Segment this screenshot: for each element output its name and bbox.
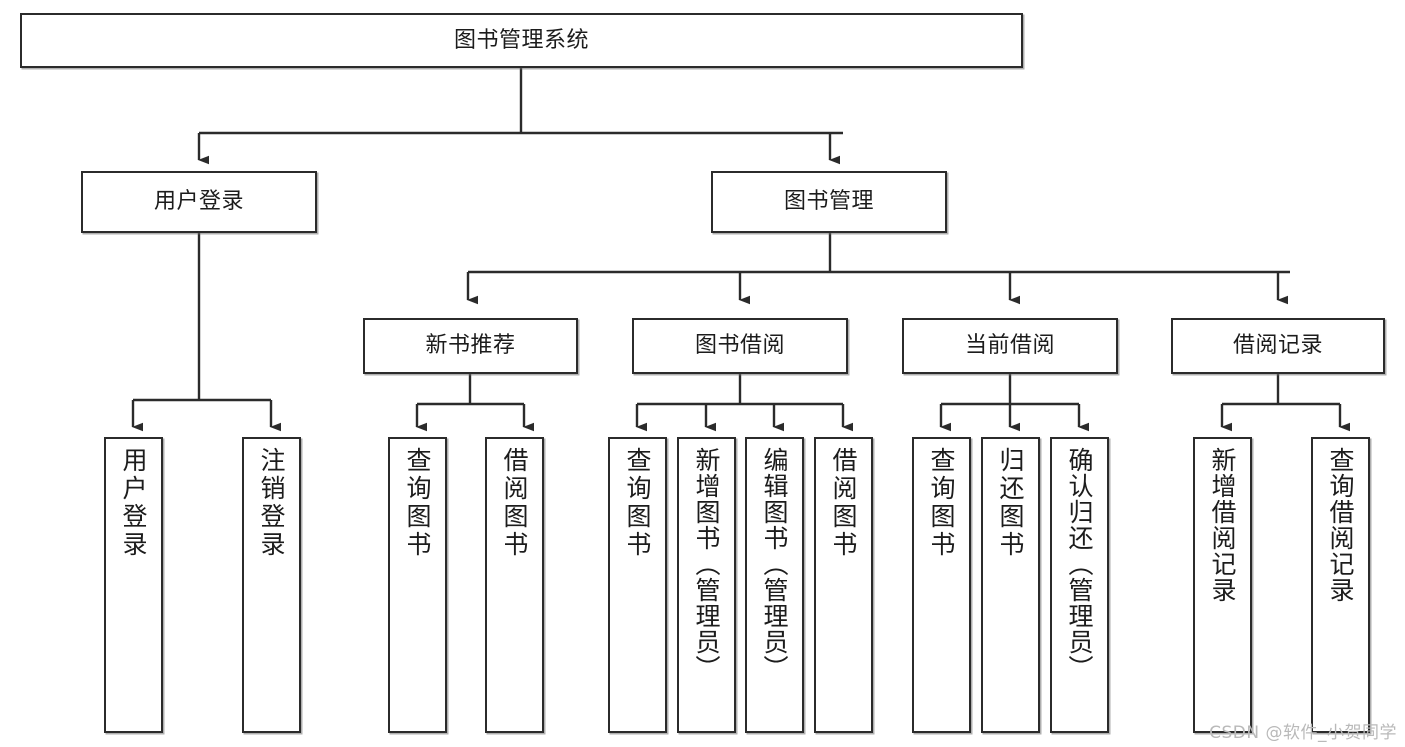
leaf-node-add-borrow-record[interactable]: 新增借阅记录 [1193,437,1252,733]
watermark-text: CSDN @软件_小贺同学 [1209,723,1397,743]
node-root-book-management-system[interactable]: 图书管理系统 [20,13,1023,68]
leaf-node-query-books-borrowing[interactable]: 查询图书 [608,437,667,733]
node-label: 新增借阅记录 [1208,447,1237,603]
node-user-login[interactable]: 用户登录 [81,171,317,233]
node-label: 新书推荐 [425,333,516,359]
node-label: 确认归还（管理员） [1065,447,1094,681]
leaf-node-logout[interactable]: 注销登录 [242,437,301,733]
node-label: 图书借阅 [694,333,785,359]
leaf-node-edit-book-admin[interactable]: 编辑图书（管理员） [745,437,804,733]
leaf-node-query-books-current[interactable]: 查询图书 [912,437,971,733]
node-label: 新增图书（管理员） [692,447,721,681]
node-borrowing-record[interactable]: 借阅记录 [1171,318,1385,374]
leaf-node-add-book-admin[interactable]: 新增图书（管理员） [677,437,736,733]
node-label: 图书管理系统 [453,27,589,53]
node-new-book-recommendation[interactable]: 新书推荐 [363,318,578,374]
leaf-node-query-borrow-record[interactable]: 查询借阅记录 [1311,437,1370,733]
node-label: 查询图书 [927,447,956,559]
node-label: 借阅图书 [829,447,858,559]
leaf-node-query-books-new-recommend[interactable]: 查询图书 [388,437,447,733]
node-label: 用户登录 [153,189,244,215]
leaf-node-return-books[interactable]: 归还图书 [981,437,1040,733]
node-label: 借阅图书 [500,447,529,559]
node-label: 编辑图书（管理员） [760,447,789,681]
node-label: 归还图书 [996,447,1025,559]
node-label: 图书管理 [783,189,874,215]
node-label: 查询借阅记录 [1326,447,1355,603]
leaf-node-user-login[interactable]: 用户登录 [104,437,163,733]
node-label: 查询图书 [403,447,432,559]
node-label: 用户登录 [119,447,148,559]
leaf-node-borrow-books-new-recommend[interactable]: 借阅图书 [485,437,544,733]
node-current-borrowing[interactable]: 当前借阅 [902,318,1118,374]
node-book-borrowing[interactable]: 图书借阅 [632,318,848,374]
node-book-management[interactable]: 图书管理 [711,171,947,233]
node-label: 借阅记录 [1232,333,1323,359]
node-label: 注销登录 [257,447,286,559]
node-label: 查询图书 [623,447,652,559]
leaf-node-borrow-books[interactable]: 借阅图书 [814,437,873,733]
leaf-node-confirm-return-admin[interactable]: 确认归还（管理员） [1050,437,1109,733]
node-label: 当前借阅 [964,333,1055,359]
